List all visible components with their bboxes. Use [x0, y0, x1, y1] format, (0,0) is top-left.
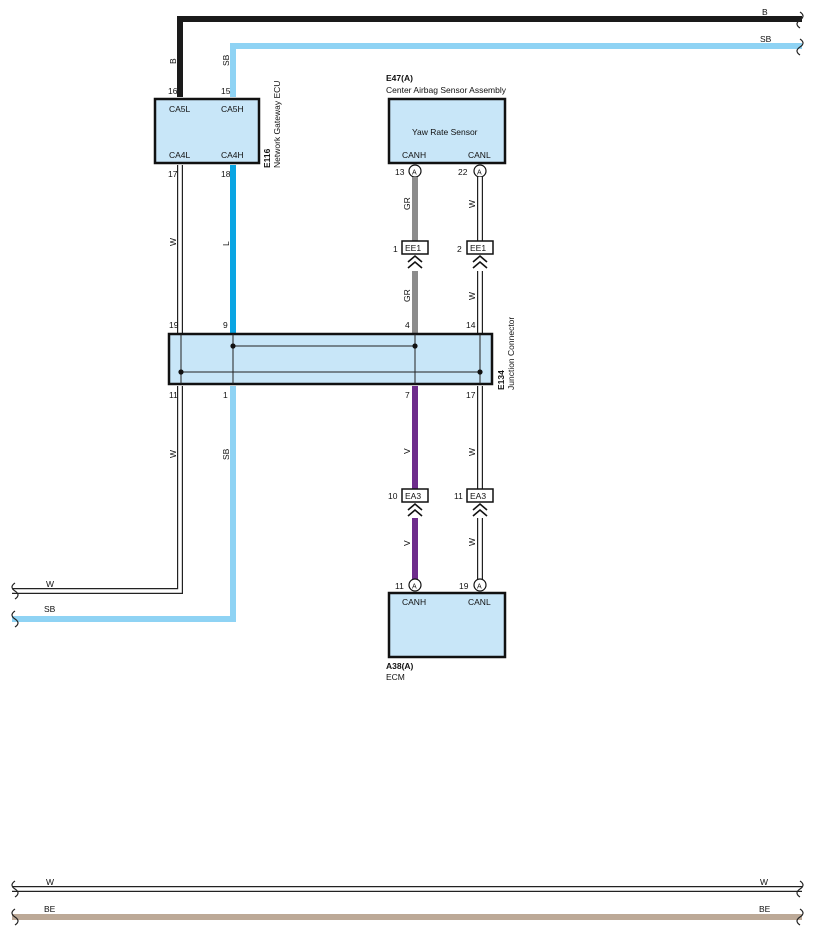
- ee1-right-connector: [466, 240, 494, 255]
- ea3-left-chevron-icon: [407, 502, 423, 517]
- junction-internal-wiring: [178, 334, 483, 384]
- wire-w-ecm-code-upper: W: [467, 448, 477, 456]
- wire-w-junction-left: [12, 386, 183, 594]
- wire-w-airbag-code-upper: W: [467, 200, 477, 208]
- junction-pin-1: 1: [223, 390, 228, 400]
- airbag-pin-marker-13-text: A: [412, 170, 417, 177]
- airbag-name: Center Airbag Sensor Assembly: [386, 85, 507, 95]
- wire-gr-code-upper: GR: [402, 197, 412, 210]
- junction-pin-9: 9: [223, 320, 228, 330]
- wire-be-bottom-right-break-icon: [796, 908, 804, 926]
- ea3-left-pin: 10: [388, 491, 398, 501]
- airbag-terminal-canl: CANL: [468, 150, 491, 160]
- ee1-left-chevron-icon: [407, 254, 423, 269]
- wire-v-code-lower: V: [402, 540, 412, 546]
- ea3-left-connector: [401, 488, 429, 503]
- wire-w-code-upper: W: [168, 238, 178, 246]
- gateway-terminal-ca5l: CA5L: [169, 104, 191, 114]
- wire-w-ecm-code-lower: W: [467, 538, 477, 546]
- ecm-terminal-canl: CANL: [468, 597, 491, 607]
- airbag-pin-marker-22-text: A: [477, 170, 482, 177]
- junction-pin-11: 11: [169, 390, 178, 400]
- wire-sb-left-break-icon: [11, 610, 19, 628]
- airbag-sensor-box: [387, 97, 507, 165]
- wire-b-code-right: B: [762, 7, 768, 17]
- ee1-left-pin: 1: [393, 244, 398, 254]
- junction-pin-4: 4: [405, 320, 410, 330]
- gateway-pin-17: 17: [168, 169, 178, 179]
- junction-pin-17: 17: [466, 390, 476, 400]
- gateway-pin-16: 16: [168, 86, 178, 96]
- ecm-pin-marker-11-text: A: [412, 584, 417, 591]
- wire-w-bottom-code-right: W: [760, 877, 768, 887]
- junction-pin-7: 7: [405, 390, 410, 400]
- airbag-terminal-canh: CANH: [402, 150, 426, 160]
- ea3-right-connector: [466, 488, 494, 503]
- ea3-right-pin: 11: [454, 491, 463, 501]
- wire-w-bottom-left-break-icon: [11, 880, 19, 898]
- wire-sb-code-left: SB: [44, 604, 56, 614]
- ee1-right-label: EE1: [470, 243, 486, 253]
- ecm-code: A38(A): [386, 661, 414, 671]
- gateway-name: Network Gateway ECU: [272, 81, 282, 168]
- gateway-pin-18: 18: [221, 169, 231, 179]
- airbag-code: E47(A): [386, 73, 413, 83]
- wire-sb-code-right: SB: [760, 34, 772, 44]
- airbag-pin-22: 22: [458, 167, 468, 177]
- gateway-pin-15: 15: [221, 86, 231, 96]
- junction-pin-19: 19: [169, 320, 179, 330]
- ee1-left-connector: [401, 240, 429, 255]
- wire-gr-code-lower: GR: [402, 289, 412, 302]
- ea3-right-label: EA3: [470, 491, 486, 501]
- ee1-left-label: EE1: [405, 243, 421, 253]
- gateway-terminal-ca5h: CA5H: [221, 104, 244, 114]
- wire-sb-top: [230, 38, 804, 97]
- wire-w-code-lower: W: [168, 450, 178, 458]
- ecm-pin-19: 19: [459, 581, 469, 591]
- wire-be-bottom-code-left: BE: [44, 904, 56, 914]
- ecm-pin-marker-19: [473, 578, 487, 592]
- wire-sb-code-vertical: SB: [221, 54, 231, 66]
- wire-w-left-break-icon: [11, 582, 19, 600]
- wire-b-top: [177, 11, 804, 97]
- gateway-ecu-box: [153, 97, 261, 165]
- wire-be-bottom-left-break-icon: [11, 908, 19, 926]
- airbag-pin-13: 13: [395, 167, 405, 177]
- ecm-name: ECM: [386, 672, 405, 682]
- ee1-right-chevron-icon: [472, 254, 488, 269]
- ea3-right-chevron-icon: [472, 502, 488, 517]
- junction-connector-box: [167, 332, 494, 386]
- ee1-right-pin: 2: [457, 244, 462, 254]
- ecm-pin-11: 11: [395, 581, 404, 591]
- junction-code: E134: [496, 370, 506, 390]
- junction-name: Junction Connector: [506, 317, 516, 390]
- wire-l-code: L: [221, 241, 231, 246]
- ea3-left-label: EA3: [405, 491, 421, 501]
- wire-v-code-upper: V: [402, 448, 412, 454]
- airbag-inner-label: Yaw Rate Sensor: [412, 127, 478, 137]
- wire-w-code-left: W: [46, 579, 54, 589]
- wire-w-bottom-code-left: W: [46, 877, 54, 887]
- ecm-terminal-canh: CANH: [402, 597, 426, 607]
- wire-w-airbag-code-lower: W: [467, 292, 477, 300]
- junction-pin-14: 14: [466, 320, 476, 330]
- ecm-box: [387, 591, 507, 659]
- wire-b-code-vertical: B: [168, 58, 178, 64]
- gateway-terminal-ca4l: CA4L: [169, 150, 191, 160]
- gateway-terminal-ca4h: CA4H: [221, 150, 244, 160]
- ecm-pin-marker-11: [408, 578, 422, 592]
- wire-be-bottom-code-right: BE: [759, 904, 771, 914]
- ecm-pin-marker-19-text: A: [477, 584, 482, 591]
- wire-sb-code-lower: SB: [221, 448, 231, 460]
- gateway-code: E116: [262, 148, 272, 168]
- wire-sb-junction-left: [12, 386, 236, 622]
- wire-w-bottom-right-break-icon: [796, 880, 804, 898]
